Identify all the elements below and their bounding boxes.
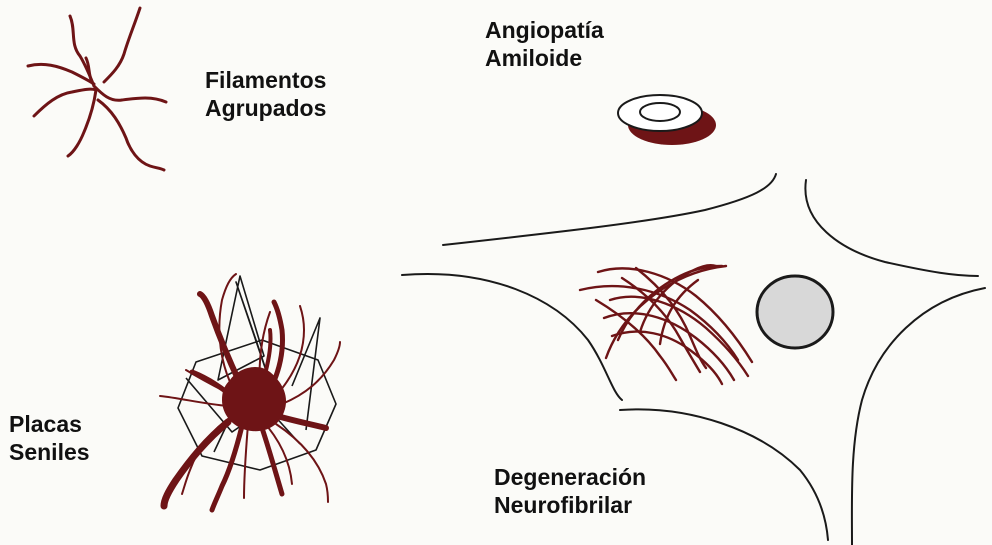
neuron-edge-left — [402, 274, 622, 400]
label-placas-seniles: Placas Seniles — [9, 410, 90, 466]
plaque-neurite — [212, 426, 242, 510]
neuron-nucleus — [757, 276, 833, 348]
neuron-edge-bottom — [620, 409, 828, 540]
thread-4 — [94, 86, 166, 102]
label-line: Angiopatía — [485, 16, 604, 44]
tangle-fiber — [612, 332, 722, 384]
label-degeneracion-neurofibrilar: Degeneración Neurofibrilar — [494, 463, 646, 519]
thread-7 — [98, 100, 164, 170]
thread-3 — [28, 64, 94, 84]
thread-5 — [34, 89, 96, 116]
label-line: Placas — [9, 410, 90, 438]
thread-2 — [104, 8, 140, 82]
plaque-neurite — [244, 424, 248, 498]
neuron-edge-right — [852, 288, 985, 545]
neuron-edge-top — [443, 174, 776, 245]
neurofibrillary-tangle — [580, 265, 752, 384]
label-filamentos-agrupados: Filamentos Agrupados — [205, 66, 326, 122]
thread-6 — [68, 90, 96, 156]
label-line: Seniles — [9, 438, 90, 466]
amyloid-vessel-illustration — [618, 95, 716, 145]
label-line: Filamentos — [205, 66, 326, 94]
neuron-edge-top-right — [805, 180, 978, 276]
label-angiopatia-amiloide: Angiopatía Amiloide — [485, 16, 604, 72]
plaque-neurite — [160, 396, 228, 406]
plaque-crystal — [292, 318, 320, 430]
plaque-neurite — [276, 424, 328, 502]
vessel-lumen — [640, 103, 680, 121]
plaque-neurite — [262, 428, 282, 494]
neuropil-threads-illustration — [28, 8, 166, 170]
senile-plaque-illustration — [160, 274, 340, 510]
label-line: Agrupados — [205, 94, 326, 122]
label-line: Degeneración — [494, 463, 646, 491]
label-line: Neurofibrilar — [494, 491, 646, 519]
label-line: Amiloide — [485, 44, 604, 72]
